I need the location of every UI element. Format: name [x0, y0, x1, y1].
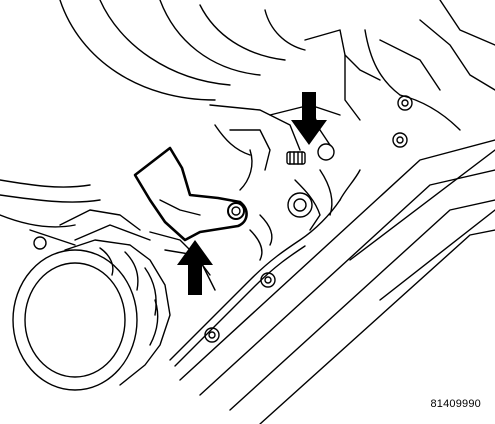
oil-filter-body	[64, 239, 171, 386]
arrow-down-icon	[291, 92, 327, 145]
wiring-harness	[169, 199, 341, 361]
oil-filter-face	[12, 249, 138, 391]
bolt-upper-right	[397, 95, 413, 111]
bolt-right	[392, 132, 408, 148]
figure-code: 81409990	[430, 398, 481, 410]
upper-housing-outline	[59, 0, 216, 101]
oil-pan-rail	[179, 139, 495, 381]
bolt-rail-2	[204, 327, 220, 343]
bracket-bolt	[227, 202, 245, 220]
arrow-up-icon	[177, 240, 213, 295]
set-screw	[286, 151, 306, 165]
sensor-connector	[287, 192, 313, 218]
sensor-bracket	[133, 146, 248, 242]
